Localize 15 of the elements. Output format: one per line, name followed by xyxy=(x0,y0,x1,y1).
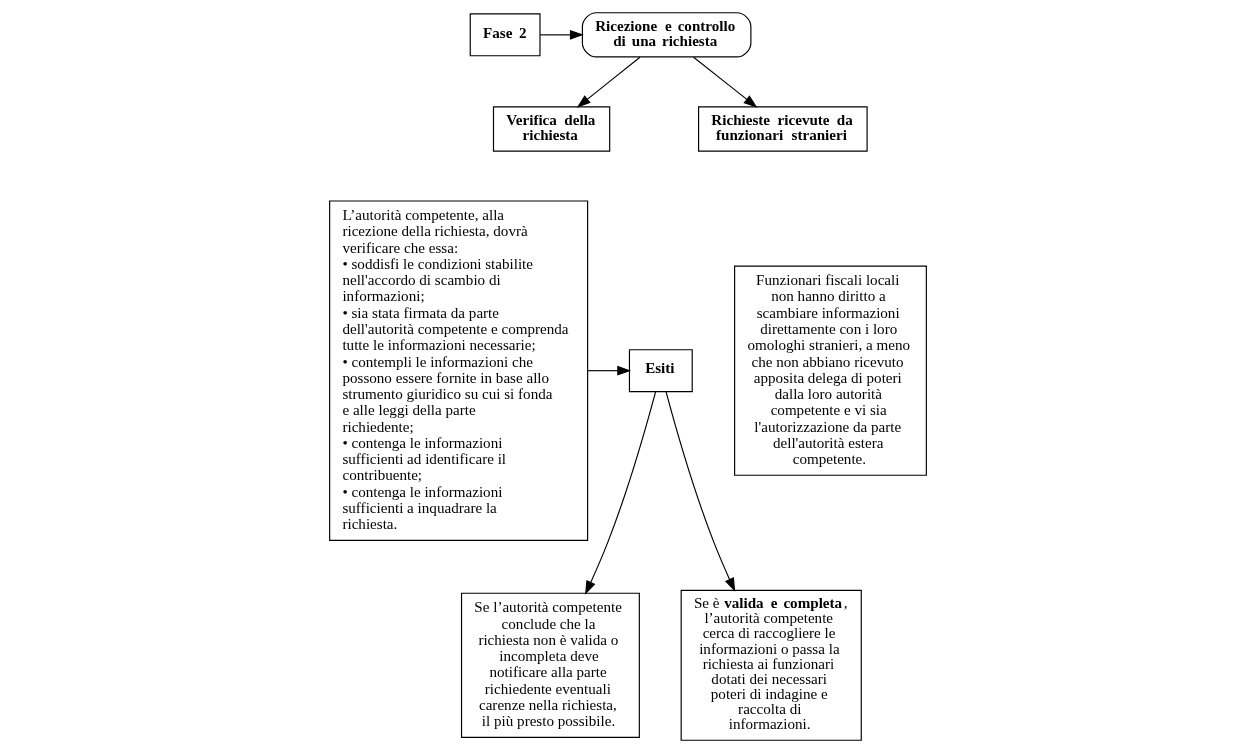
arrow xyxy=(539,30,584,40)
node-box: Funzionari fiscali locali non hanno diritto a scambiare informazioni direttamente con i loro omologhi stranieri, a meno che non abbiano ricevuto apposita delega di poteri dalla loro autorità competente e vi sia l'autorizzazione da parte dell'autorità estera competente. xyxy=(733,265,927,476)
arrow xyxy=(586,365,631,376)
arrow xyxy=(576,56,641,108)
node-box: Fase 2 xyxy=(469,13,541,57)
arrow xyxy=(665,391,735,592)
node-box: Se è valida e completa, l’autorità competente cerca di raccogliere le informazioni o passa la richiesta ai funzionari dotati dei necessari poteri di indagine e raccolta di informazioni. xyxy=(680,589,862,741)
arrow xyxy=(692,56,757,108)
node-box: Richieste ricevute da funzionari stranieri xyxy=(697,106,868,152)
node-box: Se l’autorità competente conclude che la richiesta non è valida o incompleta deve notificare alla parte richiedente eventuali carenze nella richiesta, il più presto possibile. xyxy=(460,592,640,738)
arrow xyxy=(584,391,656,595)
node-box: Esiti xyxy=(628,349,693,393)
node-box: Verifica della richiesta xyxy=(492,106,610,152)
node-box: Ricezione e controllo di una richiesta xyxy=(581,12,751,58)
node-box: L’autorità competente, alla ricezione della richiesta, dovrà verificare che essa: • soddisfi le condizioni stabilite nell'accordo di scambio di informazioni; • sia stata firmata da parte dell'autorità competente e comprenda tutte le informazioni necessarie; • contempli le informazioni che possono essere fornite in base allo strumento giuridico su cui si fonda e alle leggi della parte richiedente; • contenga le informazioni sufficienti ad identificare il contribuente; • contenga le informazioni sufficienti a inquadrare la richiesta. xyxy=(328,200,588,541)
